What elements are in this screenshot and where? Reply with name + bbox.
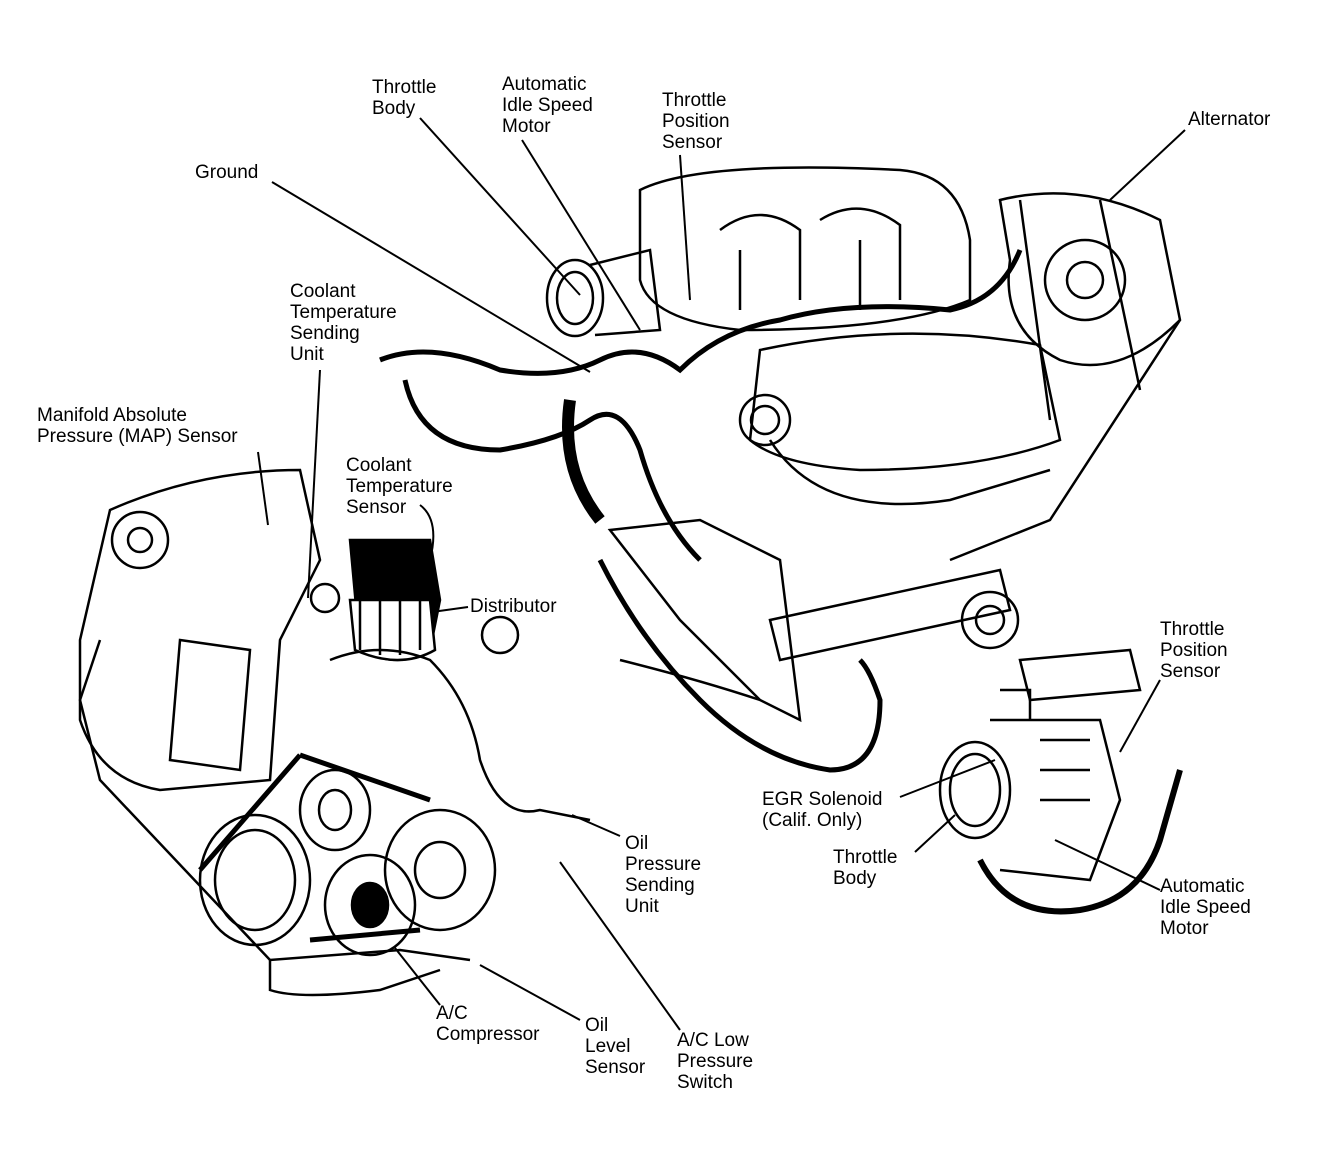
leader-ac-low-pressure-switch	[559, 861, 681, 1031]
leader-tps-right	[1119, 679, 1161, 753]
pulleys	[198, 752, 497, 957]
alternator-illustration	[949, 192, 1182, 562]
leader-alternator	[1109, 129, 1186, 201]
intake-manifold	[638, 166, 972, 332]
label-alternator: Alternator	[1188, 109, 1271, 130]
leader-distributor	[431, 606, 469, 613]
throttle-body-illustration	[545, 248, 662, 338]
leader-lines	[257, 117, 1186, 1031]
leader-throttle-body-top	[419, 117, 581, 296]
leader-ac-compressor	[394, 947, 441, 1006]
leader-oil-pressure-unit	[571, 814, 621, 837]
wiring-harness	[379, 249, 1023, 773]
leader-tps-top	[679, 154, 691, 301]
label-ground: Ground	[195, 162, 259, 183]
leader-throttle-body-right	[914, 814, 956, 853]
leader-aism-top	[521, 139, 641, 331]
label-egr-solenoid: EGR Solenoid(Calif. Only)	[762, 789, 883, 831]
label-distributor: Distributor	[470, 596, 557, 617]
valve-cover	[738, 332, 1062, 506]
throttle-body-inset	[938, 648, 1183, 915]
leader-ground	[271, 181, 591, 373]
leader-coolant-sensor	[419, 504, 435, 561]
leader-aism-right	[1054, 839, 1161, 891]
front-engine-illustration	[78, 468, 591, 997]
leader-oil-level-sensor	[479, 964, 581, 1021]
leader-coolant-sending-unit	[307, 369, 321, 599]
leader-map-sensor	[257, 451, 269, 526]
leader-egr-solenoid	[899, 759, 996, 798]
exhaust-manifold	[607, 518, 1020, 723]
